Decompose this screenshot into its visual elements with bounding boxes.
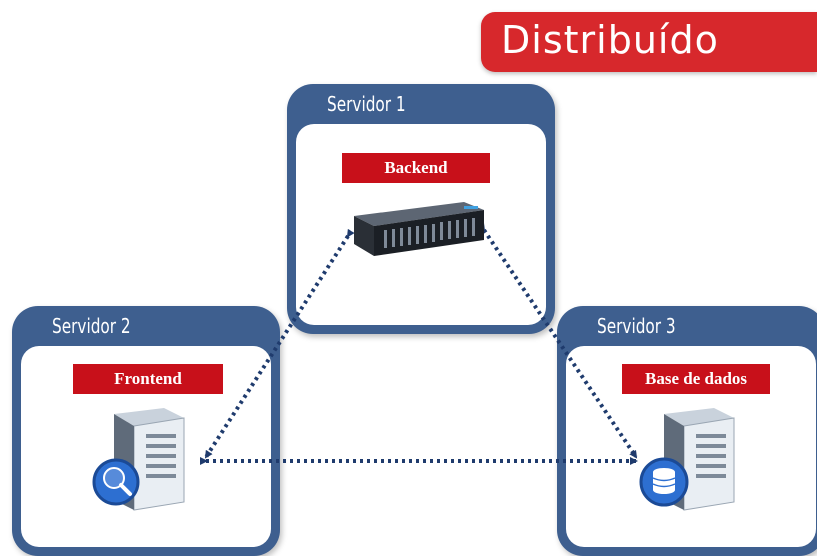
- link-backend-database: [477, 222, 638, 459]
- tower-server-search-icon: [92, 408, 185, 511]
- link-backend-frontend: [204, 228, 355, 459]
- title-banner: Distribuído: [481, 12, 817, 72]
- server-1-title: Servidor 1: [327, 92, 406, 116]
- frontend-tag: Frontend: [73, 364, 223, 394]
- tower-server-database-icon: [639, 408, 735, 511]
- backend-tag: Backend: [342, 153, 490, 183]
- server-2-title: Servidor 2: [52, 314, 131, 338]
- diagram-title: Distribuído: [501, 18, 719, 62]
- connection-links: [200, 222, 638, 465]
- database-tag: Base de dados: [622, 364, 770, 394]
- rack-server-icon: [354, 202, 484, 256]
